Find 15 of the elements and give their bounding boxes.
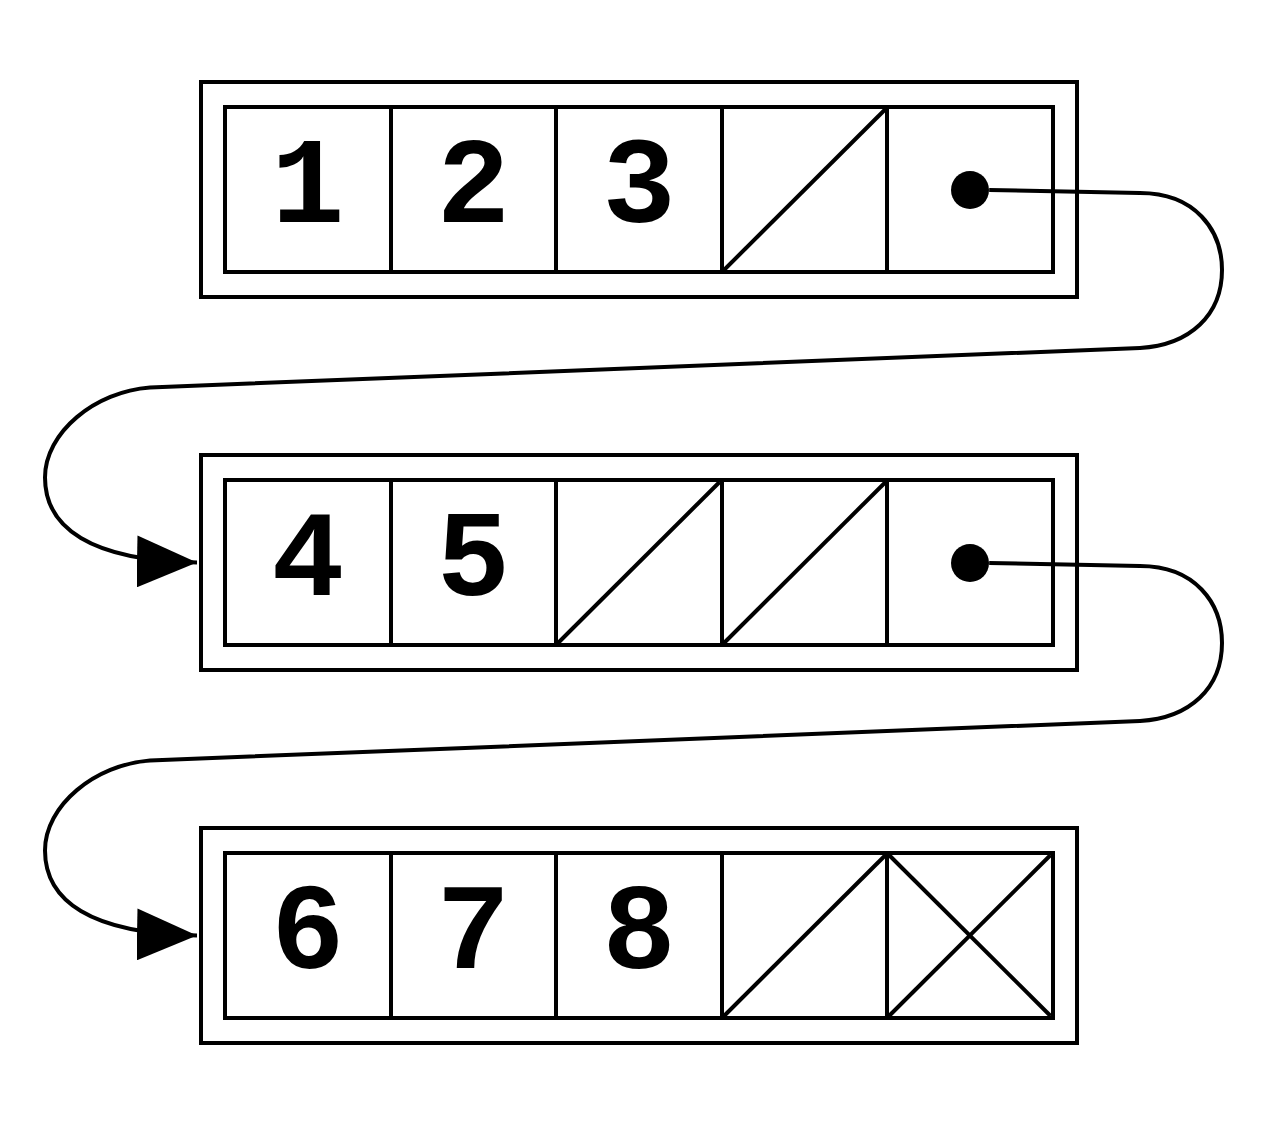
array-block (199, 80, 1079, 299)
cell-value: 7 (436, 874, 510, 997)
cell-value: 1 (271, 128, 345, 251)
arrow (43, 561, 1224, 959)
cell-value: 8 (602, 874, 676, 997)
cell-value: 4 (271, 501, 345, 624)
cell-value: 6 (271, 874, 345, 997)
cell-value: 5 (436, 501, 510, 624)
arrow (43, 188, 1224, 586)
cell-value: 3 (602, 128, 676, 251)
array-block (199, 453, 1079, 672)
pointer-dot (951, 171, 990, 209)
array-block (199, 826, 1079, 1045)
cell-value: 2 (436, 128, 510, 251)
pointer-dot (951, 544, 990, 582)
